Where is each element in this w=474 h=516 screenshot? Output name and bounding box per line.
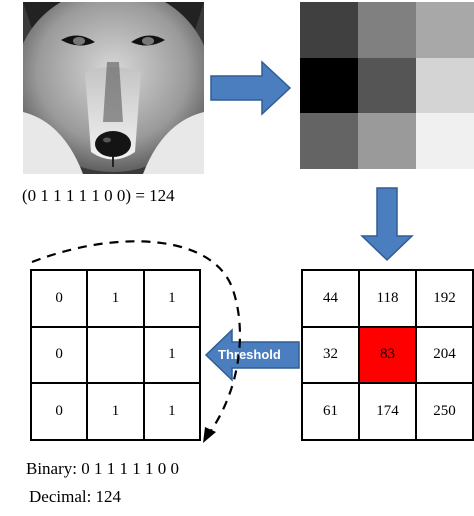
dashed-arrow-head xyxy=(203,427,216,443)
grayscale-patch xyxy=(300,2,474,169)
center-pixel-cell: 83 xyxy=(359,326,416,384)
right-arrow xyxy=(210,60,292,116)
fox-image xyxy=(23,2,204,174)
binary-cell: 0 xyxy=(31,270,88,327)
binary-label: Binary: 0 1 1 1 1 1 0 0 xyxy=(26,459,179,478)
binary-cell: 1 xyxy=(143,326,200,384)
gray-pixel xyxy=(300,2,358,58)
binary-cell: 0 xyxy=(31,326,88,384)
intensity-cell: 61 xyxy=(302,383,359,440)
binary-equation-label: (0 1 1 1 1 1 0 0) = 124 xyxy=(22,186,175,205)
gray-pixel xyxy=(358,113,416,169)
gray-pixel xyxy=(300,113,358,169)
threshold-label: Threshold xyxy=(218,347,281,362)
intensity-cell: 192 xyxy=(416,270,473,327)
gray-pixel xyxy=(358,57,416,114)
gray-pixel xyxy=(416,2,474,58)
gray-pixel xyxy=(416,113,474,169)
intensity-cell: 44 xyxy=(302,270,359,327)
intensity-cell: 250 xyxy=(416,383,473,440)
intensity-cell: 204 xyxy=(416,326,473,384)
down-arrow xyxy=(360,187,414,262)
fox-face-drawing xyxy=(23,2,204,174)
gray-pixel xyxy=(300,57,358,114)
intensity-cell: 118 xyxy=(359,270,416,327)
gray-pixel xyxy=(358,2,416,58)
threshold-arrow xyxy=(204,328,300,382)
decimal-label: Decimal: 124 xyxy=(29,487,122,506)
binary-cell: 1 xyxy=(87,383,144,440)
intensity-cell: 174 xyxy=(359,383,416,440)
binary-cell: 1 xyxy=(143,383,200,440)
binary-cell: 1 xyxy=(87,270,144,327)
binary-cell: 1 xyxy=(143,270,200,327)
binary-cell: 0 xyxy=(31,383,88,440)
gray-pixel xyxy=(416,57,474,114)
intensity-cell: 32 xyxy=(302,326,359,384)
binary-center-cell xyxy=(87,326,144,384)
